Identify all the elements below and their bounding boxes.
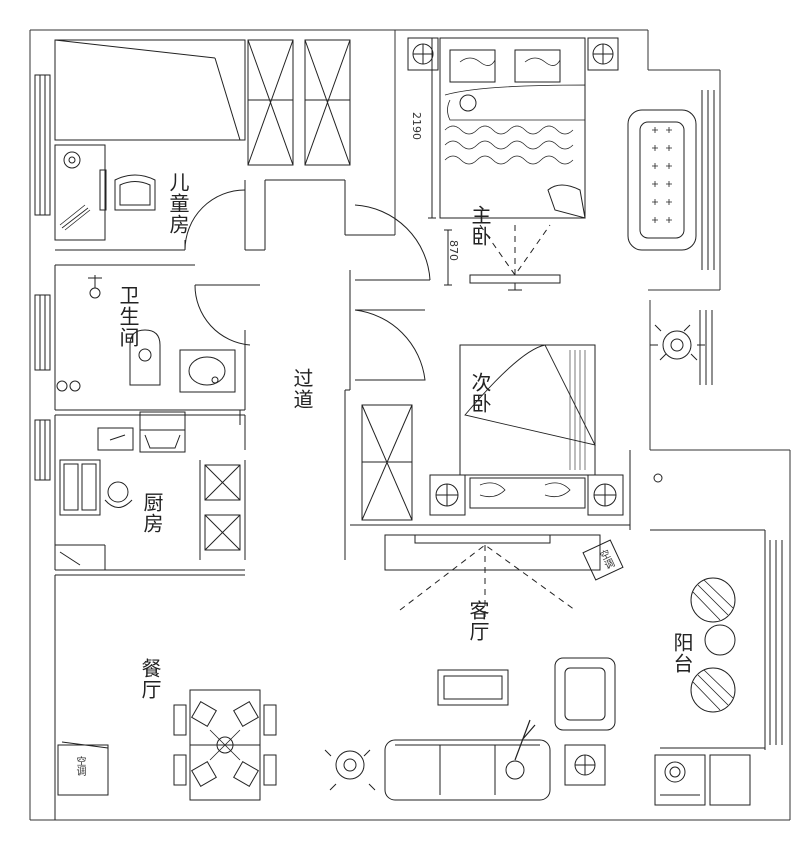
side-table xyxy=(564,744,606,786)
master-nightstand-right xyxy=(587,37,619,71)
bathroom xyxy=(34,264,246,411)
living-room xyxy=(324,534,624,801)
person-icon-2 xyxy=(505,760,525,780)
kids-chair xyxy=(114,174,156,211)
living-sofa xyxy=(384,739,551,801)
label-hallway: 过道 xyxy=(290,368,314,410)
outer-walls xyxy=(29,29,791,821)
range-hood xyxy=(139,411,186,453)
balcony xyxy=(650,473,783,806)
dimension-bed-clearance: 870 xyxy=(447,240,460,261)
washing-machine xyxy=(654,754,706,806)
desk-lamp-icon xyxy=(63,151,81,169)
second-bedroom xyxy=(350,344,631,530)
master-sofa xyxy=(627,109,697,251)
kids-door xyxy=(184,189,246,251)
master-nightstand-left xyxy=(407,37,439,71)
living-plant-icon xyxy=(324,749,376,791)
shower-icon xyxy=(89,287,101,299)
toilet-icon xyxy=(129,329,161,386)
kitchen-stove-1 xyxy=(204,464,241,501)
label-living-room: 客厅 xyxy=(466,600,490,642)
tv-cabinet xyxy=(384,534,601,571)
coffee-table xyxy=(437,669,509,706)
ac-unit xyxy=(582,539,624,581)
label-kitchen: 厨房 xyxy=(140,492,164,534)
kids-desk xyxy=(54,144,106,241)
master-bed xyxy=(439,37,586,219)
hallway xyxy=(205,180,431,560)
kitchen-stove-2 xyxy=(204,514,241,551)
balcony-table xyxy=(704,624,736,656)
second-nightstand-left xyxy=(429,474,466,516)
label-balcony: 阳台 xyxy=(670,632,694,674)
kids-bed xyxy=(54,39,246,141)
dining-room xyxy=(54,574,277,820)
master-tv xyxy=(469,274,561,284)
master-bedroom xyxy=(407,37,715,291)
label-bathroom: 卫生间 xyxy=(116,285,140,348)
washbasin xyxy=(179,349,236,393)
label-master-bedroom: 主卧 xyxy=(468,205,492,247)
second-bed xyxy=(459,344,596,476)
armchair xyxy=(554,657,616,731)
balcony-chair-2 xyxy=(690,667,736,713)
kids-room xyxy=(34,39,351,251)
plant-icon xyxy=(650,324,705,361)
kids-wardrobe-1 xyxy=(247,39,294,166)
label-dining-room: 餐厅 xyxy=(138,658,162,700)
person-icon xyxy=(107,481,129,503)
balcony-chair-1 xyxy=(690,577,736,623)
dimension-bed-length: 2190 xyxy=(410,112,423,140)
label-kids-room: 儿童房 xyxy=(166,172,190,235)
kids-window xyxy=(34,74,51,216)
second-bedroom-door xyxy=(354,309,426,381)
label-second-bedroom: 次卧 xyxy=(468,372,492,414)
second-nightstand-right xyxy=(587,474,624,516)
bathroom-door xyxy=(194,284,251,346)
label-ac-small: 空调 xyxy=(74,756,85,776)
kitchen xyxy=(34,411,246,571)
kids-wardrobe-2 xyxy=(304,39,351,166)
master-door xyxy=(354,204,431,281)
kitchen-sink xyxy=(59,459,101,516)
